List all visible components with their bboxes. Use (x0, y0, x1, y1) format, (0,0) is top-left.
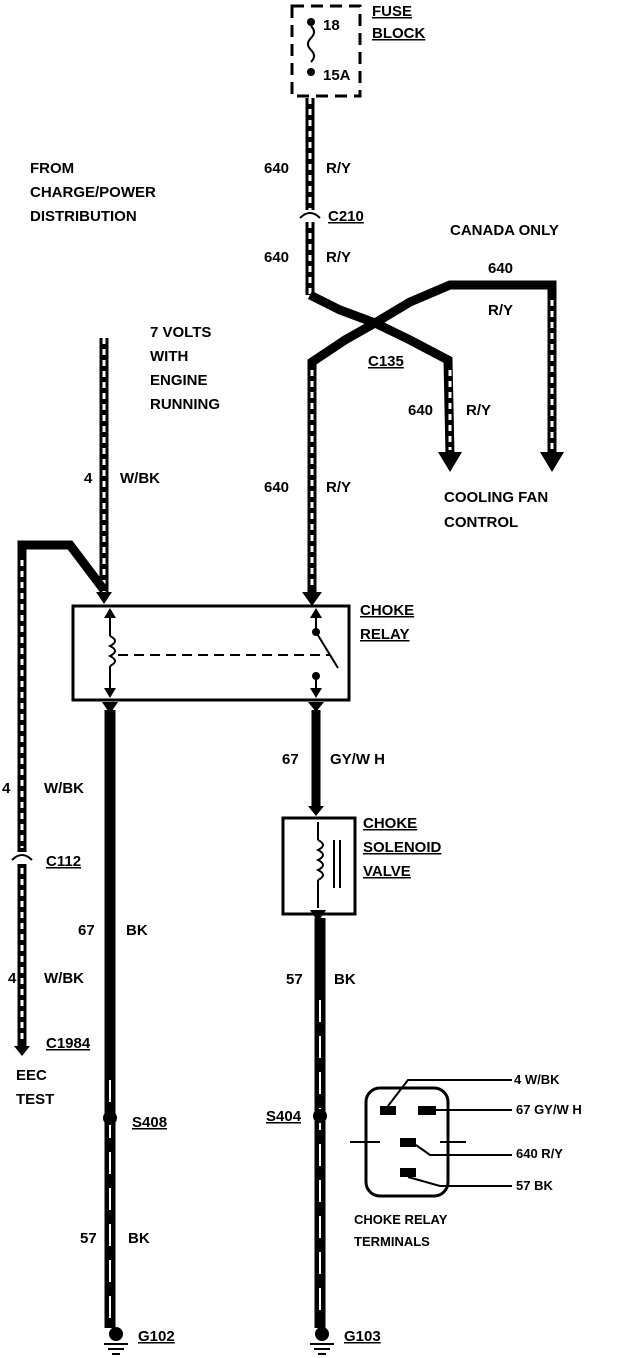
volts-label-4: RUNNING (150, 396, 220, 413)
wire-label-wbk-b: W/BK (44, 780, 84, 797)
wire-label-57-b: 57 (286, 971, 303, 988)
choke-relay-label-1: CHOKE (360, 602, 414, 619)
wire-4-wbk-upper (96, 338, 112, 604)
from-label-1: FROM (30, 160, 74, 177)
wire-640-ry (299, 98, 378, 606)
wire-label-640-c: 640 (488, 260, 513, 277)
wire-label-bk-b: BK (128, 1230, 150, 1247)
wire-label-67: 67 (282, 751, 299, 768)
solenoid-label-2: SOLENOID (363, 839, 442, 856)
connector-c112: C112 (46, 853, 81, 870)
terminals-title-1: CHOKE RELAY (354, 1212, 448, 1227)
wire-label-640-a: 640 (264, 160, 289, 177)
eec-label-1: EEC (16, 1067, 47, 1084)
fuse-number: 18 (323, 17, 340, 34)
from-label-2: CHARGE/POWER (30, 184, 156, 201)
splice-s408: S408 (132, 1114, 167, 1131)
connector-c210: C210 (328, 208, 364, 225)
fuse-rating: 15A (323, 67, 351, 84)
volts-label-2: WITH (150, 348, 188, 365)
wire-label-ry-a: R/Y (326, 160, 351, 177)
wire-label-ry-d: R/Y (466, 402, 491, 419)
terminal-label-2: 67 GY/W H (516, 1102, 582, 1117)
wire-label-640-b: 640 (264, 249, 289, 266)
wire-label-ry-c: R/Y (488, 302, 513, 319)
fuse-block-label-1: FUSE (372, 3, 412, 20)
volts-label-3: ENGINE (150, 372, 208, 389)
wire-label-bk-c: BK (334, 971, 356, 988)
cooling-fan-label-1: COOLING FAN (444, 489, 548, 506)
connector-c135: C135 (368, 353, 404, 370)
fuse-block: 18 15A (290, 4, 362, 98)
wire-67-gywh (308, 702, 324, 816)
wire-label-640-d: 640 (408, 402, 433, 419)
volts-label-1: 7 VOLTS (150, 324, 211, 341)
connector-c1984: C1984 (46, 1035, 91, 1052)
wire-label-wbk-c: W/BK (44, 970, 84, 987)
c135-junction (370, 318, 380, 328)
choke-solenoid-valve (281, 816, 357, 916)
splice-s404: S404 (266, 1108, 302, 1125)
eec-label-2: TEST (16, 1091, 54, 1108)
fuse-block-label-2: BLOCK (372, 25, 425, 42)
wire-label-640-e: 640 (264, 479, 289, 496)
wire-640-canada (372, 280, 564, 472)
solenoid-label-3: VALVE (363, 863, 411, 880)
wire-label-57-a: 57 (80, 1230, 97, 1247)
choke-relay (71, 604, 351, 702)
wire-label-bk-a: BK (126, 922, 148, 939)
terminals-title-2: TERMINALS (354, 1234, 430, 1249)
ground-g102: G102 (138, 1328, 175, 1345)
choke-relay-label-2: RELAY (360, 626, 409, 643)
cooling-fan-label-2: CONTROL (444, 514, 518, 531)
solenoid-label-1: CHOKE (363, 815, 417, 832)
wire-label-4-a: 4 (84, 470, 93, 487)
wire-4-wbk-eec (11, 540, 108, 1056)
wire-label-4-b: 4 (2, 780, 11, 797)
wire-label-ry-b: R/Y (326, 249, 351, 266)
from-label-3: DISTRIBUTION (30, 208, 137, 225)
wire-640-cooling (373, 318, 462, 472)
canada-only-label: CANADA ONLY (450, 222, 559, 239)
relay-terminals-diagram (350, 1079, 512, 1198)
wire-label-67-b: 67 (78, 922, 95, 939)
wire-label-wbk-a: W/BK (120, 470, 160, 487)
wire-57-bk-left (102, 702, 128, 1355)
ground-g103: G103 (344, 1328, 381, 1345)
terminal-label-4: 57 BK (516, 1178, 553, 1193)
wire-label-gywh: GY/W H (330, 751, 385, 768)
wire-label-4-c: 4 (8, 970, 17, 987)
terminal-label-1: 4 W/BK (514, 1072, 560, 1087)
wire-57-bk-right (310, 910, 334, 1355)
wire-label-ry-e: R/Y (326, 479, 351, 496)
terminal-label-3: 640 R/Y (516, 1146, 563, 1161)
